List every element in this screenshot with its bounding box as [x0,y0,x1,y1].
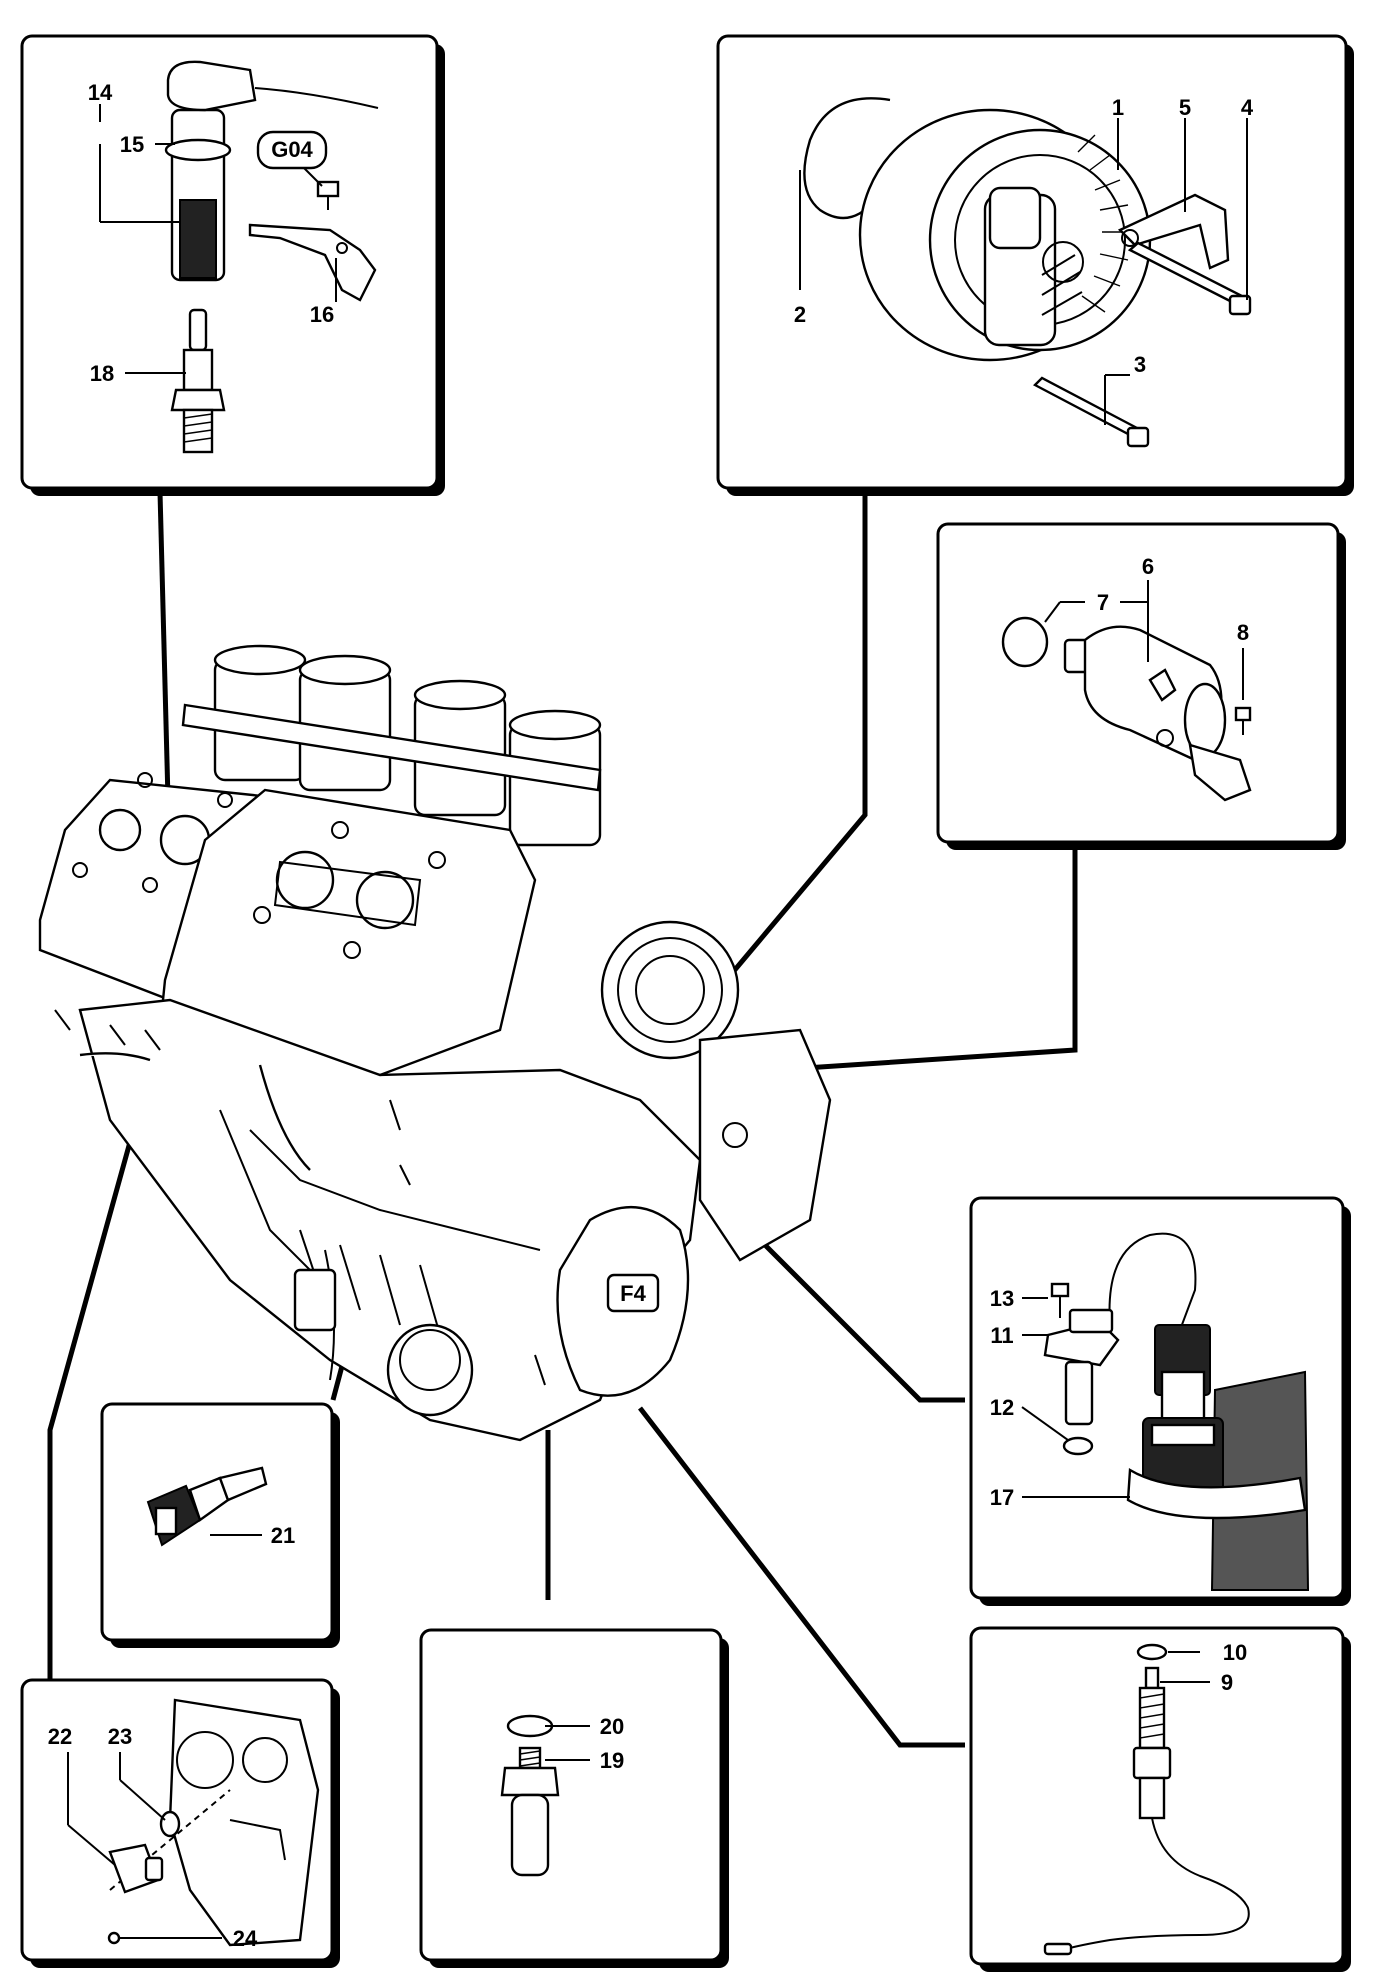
throttle-bodies [181,644,602,847]
callout-19: 19 [600,1748,624,1773]
callout-6: 6 [1142,554,1154,579]
callout-8: 8 [1237,620,1249,645]
g04-tag: G04 [271,137,313,162]
callout-21: 21 [271,1523,295,1548]
box-air-sensor: 22 23 24 [20,1678,340,1968]
spark-plug-part [170,308,226,454]
callout-22: 22 [48,1724,72,1749]
box-starter-motor: 6 7 8 [936,522,1346,850]
ignition-coil-part [164,60,379,282]
callout-9: 9 [1221,1670,1233,1695]
callout-12: 12 [990,1395,1014,1420]
box-pickup-sensor: 13 11 12 17 [969,1196,1351,1606]
callout-5: 5 [1179,95,1191,120]
callout-17: 17 [990,1485,1014,1510]
callout-10: 10 [1223,1640,1247,1665]
box-ignition-coil: G04 14 15 16 18 [20,34,445,496]
callout-16: 16 [310,302,334,327]
box-temperature-sensor: 21 [100,1402,340,1648]
callout-23: 23 [108,1724,132,1749]
callout-2: 2 [794,302,806,327]
callout-24: 24 [233,1926,258,1951]
callout-3: 3 [1134,352,1146,377]
callout-11: 11 [990,1323,1013,1348]
callout-18: 18 [90,361,114,386]
starter-motor-part [1063,625,1252,802]
callout-7: 7 [1097,590,1109,615]
callout-14: 14 [88,80,113,105]
callout-20: 20 [600,1714,624,1739]
callout-4: 4 [1241,95,1254,120]
box-lambda-probe: 10 9 [969,1626,1351,1972]
box-oil-pressure-switch: 20 19 [419,1628,729,1968]
callout-15: 15 [120,132,144,157]
box-alternator: 1 2 3 4 5 [716,34,1354,496]
alternator-part [858,108,1152,362]
engine-badge-text: F4 [620,1281,646,1306]
engine-assembly: F4 [38,644,832,1442]
callout-1: 1 [1112,95,1124,120]
callout-13: 13 [990,1286,1014,1311]
